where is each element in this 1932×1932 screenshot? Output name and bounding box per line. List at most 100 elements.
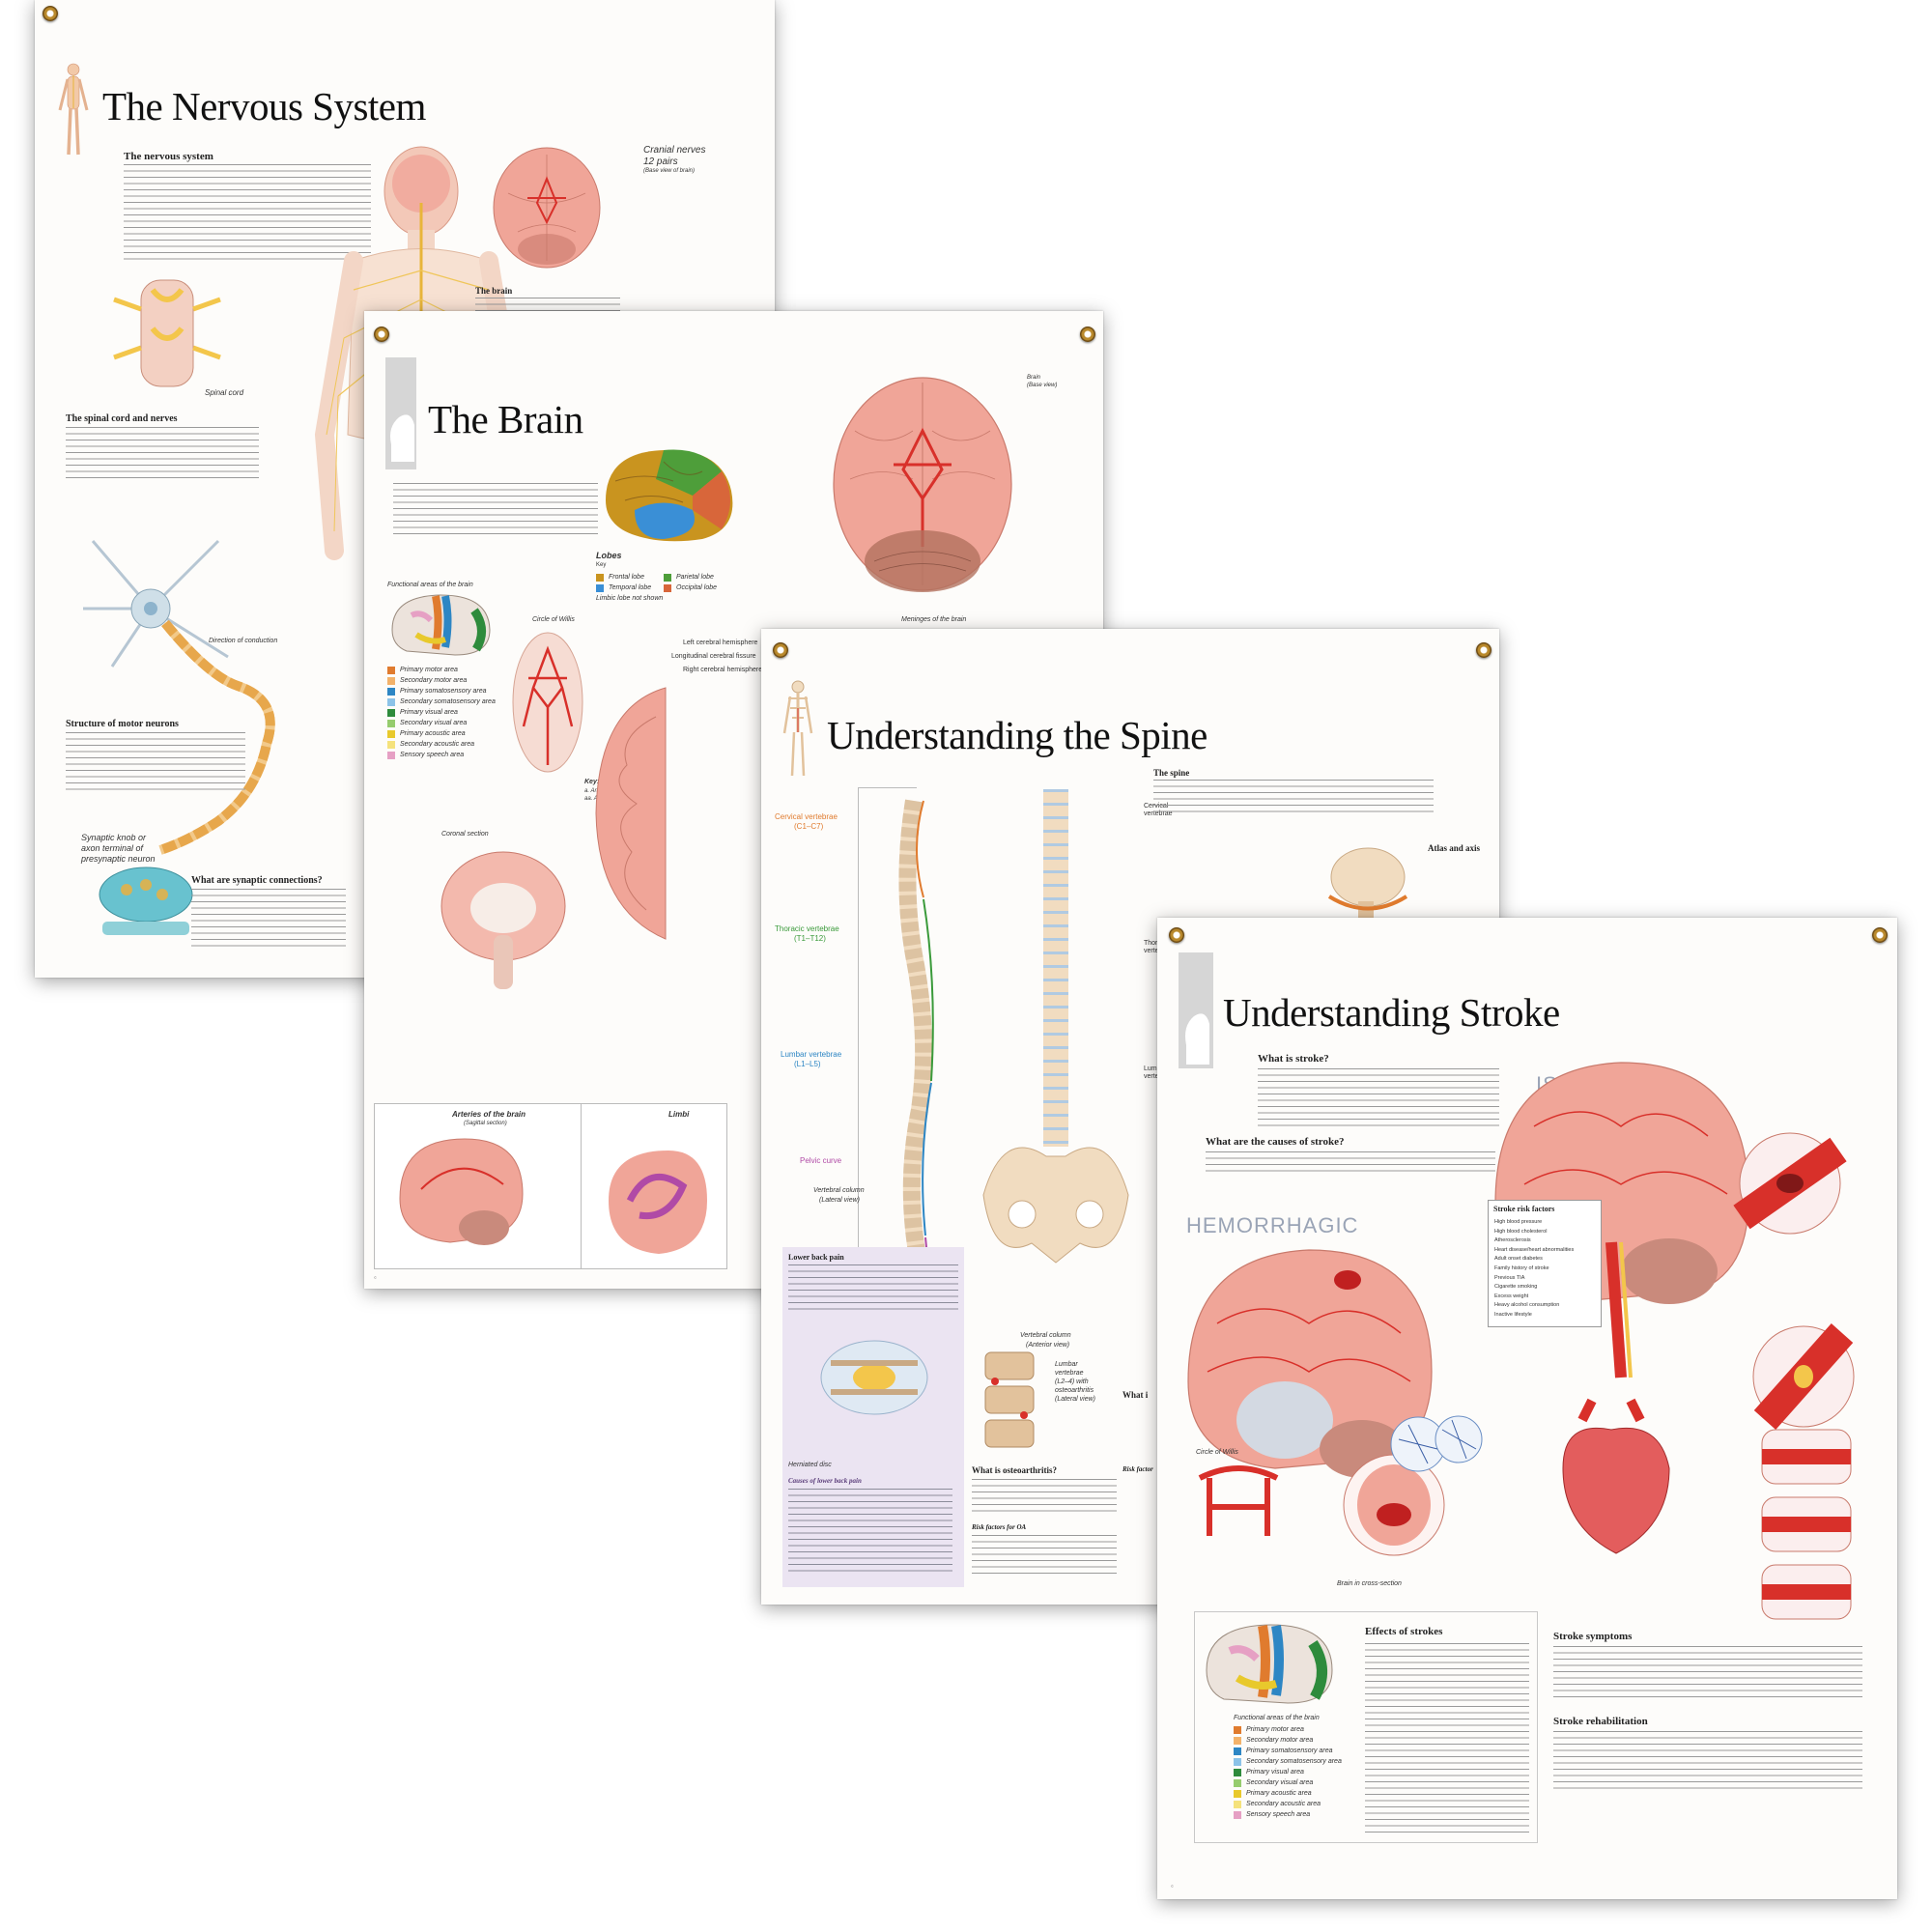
legend-label: Primary motor area [400, 667, 458, 673]
base-view-label: (Base view) [1027, 383, 1058, 388]
artery-abbrev-label: a. Artery [584, 788, 607, 794]
poster-title: The Brain [428, 397, 583, 441]
lumbar-short-label: Lumb [1144, 1065, 1161, 1072]
skeleton-icon [782, 680, 813, 777]
legend-swatch [387, 687, 395, 696]
lumbar-range-label: (L1–L5) [794, 1060, 821, 1068]
lumbar-oa-label: Lumbar [1055, 1361, 1078, 1368]
legend-swatch [387, 719, 395, 727]
section-heading: Atlas and axis [1428, 843, 1481, 853]
legend-label: Secondary motor area [1246, 1737, 1314, 1744]
key-label: Key [596, 562, 607, 568]
legend-row: Secondary acoustic area [387, 739, 496, 750]
legend-label: Primary somatosensory area [400, 688, 487, 695]
lumbar-oa-label-4: osteoarthritis [1055, 1387, 1094, 1394]
section-heading: What are synaptic connections? [191, 875, 323, 886]
anterior-view-label: (Anterior view) [1026, 1342, 1070, 1349]
risk-factor-item: High blood pressure [1494, 1219, 1543, 1225]
body-text [475, 298, 620, 311]
functional-brain-illustration [391, 594, 491, 656]
section-heading: The spine [1153, 768, 1190, 778]
poster-title: Understanding Stroke [1223, 990, 1560, 1035]
body-text [788, 1264, 958, 1313]
legend-label: Secondary somatosensory area [1246, 1758, 1342, 1765]
body-text [1365, 1643, 1529, 1833]
limbic-panel: Limbi [581, 1103, 727, 1269]
section-heading: Stroke rehabilitation [1553, 1716, 1648, 1727]
section-heading: What is osteoarthritis? [972, 1465, 1057, 1475]
legend-row: Primary visual area [387, 707, 496, 718]
left-hemisphere-label: Left cerebral hemisphere [683, 639, 758, 646]
risk-factor-item: High blood cholesterol [1494, 1228, 1548, 1235]
functional-brain-illustration [1206, 1624, 1333, 1704]
effects-panel: Functional areas of the brain Primary mo… [1194, 1611, 1538, 1843]
axon-terminal-label: axon terminal of [81, 843, 144, 853]
section-heading: The brain [475, 286, 513, 296]
human-figure-icon [58, 63, 89, 156]
anterior-spine-illustration [982, 789, 1129, 1264]
body-text [1206, 1151, 1495, 1177]
legend-label: Primary visual area [400, 709, 458, 716]
lumbar-oa-label-2: vertebrae [1055, 1370, 1084, 1377]
legend-swatch [1234, 1778, 1241, 1787]
heart-illustration [1562, 1398, 1670, 1554]
section-heading: Structure of motor neurons [66, 719, 179, 729]
brain-cross-label: Brain in cross-section [1337, 1580, 1402, 1587]
thoracic-short2-label: verte [1144, 948, 1159, 954]
body-text [788, 1489, 952, 1576]
body-text [66, 732, 245, 790]
herniated-disc-illustration [820, 1340, 928, 1415]
cranial-nerves-label: Cranial nerves [643, 145, 706, 156]
legend-row: Primary acoustic area [1234, 1788, 1342, 1799]
risk-factor-item: Inactive lifestyle [1494, 1311, 1532, 1318]
spinal-cord-label: Spinal cord [205, 388, 244, 397]
grommet [43, 6, 58, 21]
legend-swatch [387, 751, 395, 759]
legend-row: Secondary acoustic area [1234, 1799, 1342, 1809]
brain-lateral-illustration [595, 687, 667, 940]
coronal-section-illustration [440, 851, 566, 989]
herniated-disc-label: Herniated disc [788, 1462, 832, 1468]
legend-swatch [387, 708, 395, 717]
legend-row: Sensory speech area [1234, 1809, 1342, 1820]
cervical-range-label: (C1–C7) [794, 822, 824, 831]
sagittal-label: (Sagittal section) [464, 1121, 507, 1126]
brain-base-illustration [833, 377, 1012, 592]
legend-swatch [387, 666, 395, 674]
brain-cross-section-illustration [1343, 1454, 1445, 1556]
copyright-text: © [1171, 1884, 1174, 1889]
synapse-illustration [99, 867, 193, 935]
spinal-cord-illustration [113, 279, 221, 387]
circle-of-willis-illustration [1198, 1465, 1279, 1536]
pelvic-curve-label: Pelvic curve [800, 1156, 842, 1165]
coronal-section-label: Coronal section [441, 831, 489, 838]
lower-back-panel: Lower back pain Herniated disc Causes of… [782, 1247, 964, 1587]
legend-row: Secondary visual area [1234, 1777, 1342, 1788]
thoracic-range-label: (T1–T12) [794, 934, 826, 943]
grommet [1872, 927, 1888, 943]
legend-swatch [1234, 1810, 1241, 1819]
section-heading: The nervous system [124, 151, 213, 162]
legend-row: Primary somatosensory area [387, 686, 496, 696]
lumbar-label: Lumbar vertebrae [781, 1050, 842, 1059]
legend-row: Secondary motor area [387, 675, 496, 686]
legend-label: Temporal lobe [609, 584, 652, 591]
lobes-label: Lobes [596, 551, 622, 560]
body-text [1153, 780, 1434, 814]
grommet [773, 642, 788, 658]
cervical-label: Cervical vertebrae [775, 812, 838, 821]
key-abbrev-label: Key: [584, 779, 600, 785]
direction-label: Direction of conduction [209, 638, 278, 644]
legend-swatch [387, 740, 395, 749]
legend-label: Primary visual area [1246, 1769, 1304, 1776]
artery-segments-illustration [1761, 1429, 1852, 1620]
legend-swatch [1234, 1747, 1241, 1755]
embolism-illustration [1733, 1132, 1847, 1235]
legend-row: Primary visual area [1234, 1767, 1342, 1777]
legend-row: Secondary motor area [1234, 1735, 1342, 1746]
circle-of-willis-label: Circle of Willis [532, 616, 575, 623]
section-heading: What is stroke? [1258, 1053, 1329, 1065]
